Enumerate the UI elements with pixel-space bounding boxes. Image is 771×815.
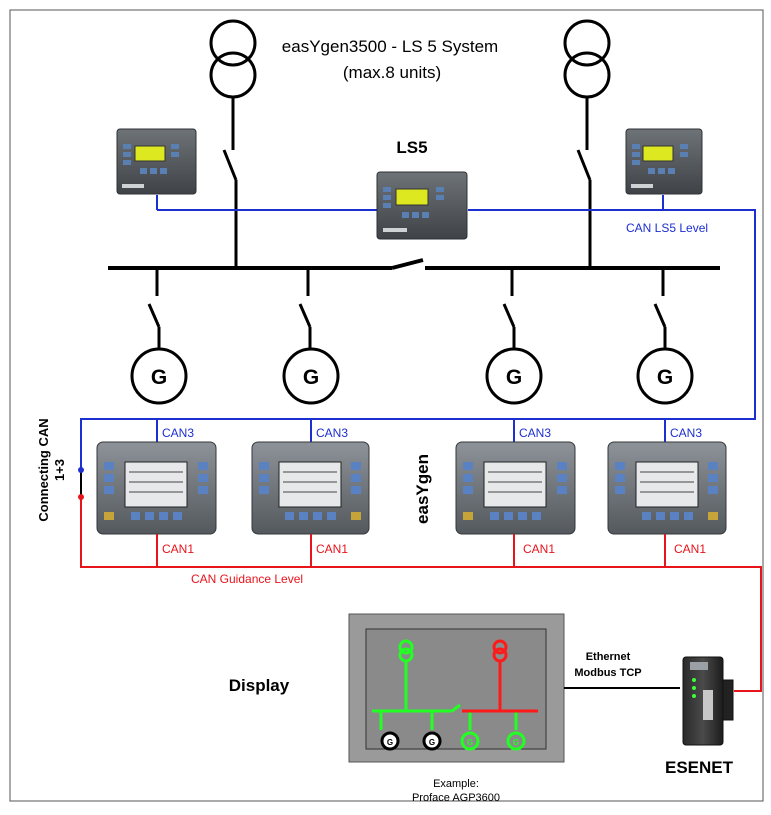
ls5-label: LS5 xyxy=(396,138,427,157)
easygen-unit-1 xyxy=(96,441,217,535)
transformer-left-icon xyxy=(209,19,257,145)
generator-2-symbol: G xyxy=(303,366,319,389)
connecting-can-label-line2: 1+3 xyxy=(52,459,67,481)
easygen-unit-3 xyxy=(455,441,576,535)
esenet-device xyxy=(682,656,734,746)
can1-label-2: CAN1 xyxy=(316,542,348,556)
ls5-device-right xyxy=(625,128,703,195)
display-gen-2: G xyxy=(429,738,435,747)
can1-guidance-bus xyxy=(80,497,762,692)
display-panel: G G G G xyxy=(348,613,565,763)
can3-bus xyxy=(80,209,756,497)
generator-4: G xyxy=(636,347,694,405)
generator-feeder-2 xyxy=(298,268,312,350)
generator-1-symbol: G xyxy=(151,366,167,389)
example-caption-line2: Proface AGP3600 xyxy=(412,792,500,804)
generator-4-symbol: G xyxy=(657,366,673,389)
display-gen-3: G xyxy=(467,738,473,747)
generator-2: G xyxy=(282,347,340,405)
ethernet-label-line1: Ethernet xyxy=(586,651,631,663)
generator-3: G xyxy=(485,347,543,405)
can1-label-4: CAN1 xyxy=(674,542,706,556)
ls5-device-left xyxy=(116,128,197,195)
ethernet-label-line2: Modbus TCP xyxy=(574,667,641,679)
can1-label-3: CAN1 xyxy=(523,542,555,556)
esenet-label: ESENET xyxy=(665,758,734,777)
generator-feeder-1 xyxy=(147,268,161,350)
easygen-label: easYgen xyxy=(413,454,432,524)
can-ls5-level-label: CAN LS5 Level xyxy=(626,221,708,235)
can3-label-2: CAN3 xyxy=(316,426,348,440)
generator-feeder-4 xyxy=(653,268,667,350)
mains-breaker-right xyxy=(576,145,592,268)
ls5-device-center xyxy=(376,171,468,240)
display-gen-4: G xyxy=(513,738,519,747)
generator-1: G xyxy=(130,347,188,405)
mains-breaker-left xyxy=(222,145,238,268)
display-gen-1: G xyxy=(387,738,393,747)
can1-label-1: CAN1 xyxy=(162,542,194,556)
diagram-title: easYgen3500 - LS 5 System xyxy=(282,37,498,56)
generator-3-symbol: G xyxy=(506,366,522,389)
display-label: Display xyxy=(229,676,290,695)
busbar xyxy=(108,258,720,270)
generator-feeder-3 xyxy=(502,268,516,350)
can-guidance-level-label: CAN Guidance Level xyxy=(191,572,303,586)
connecting-can-label-line1: Connecting CAN xyxy=(36,418,51,521)
transformer-right-icon xyxy=(563,19,611,145)
diagram-subtitle: (max.8 units) xyxy=(343,63,441,82)
example-caption-line1: Example: xyxy=(433,778,479,790)
easygen-unit-2 xyxy=(251,441,370,535)
easygen-unit-4 xyxy=(607,441,727,535)
can3-label-1: CAN3 xyxy=(162,426,194,440)
can3-label-4: CAN3 xyxy=(670,426,702,440)
can3-label-3: CAN3 xyxy=(519,426,551,440)
